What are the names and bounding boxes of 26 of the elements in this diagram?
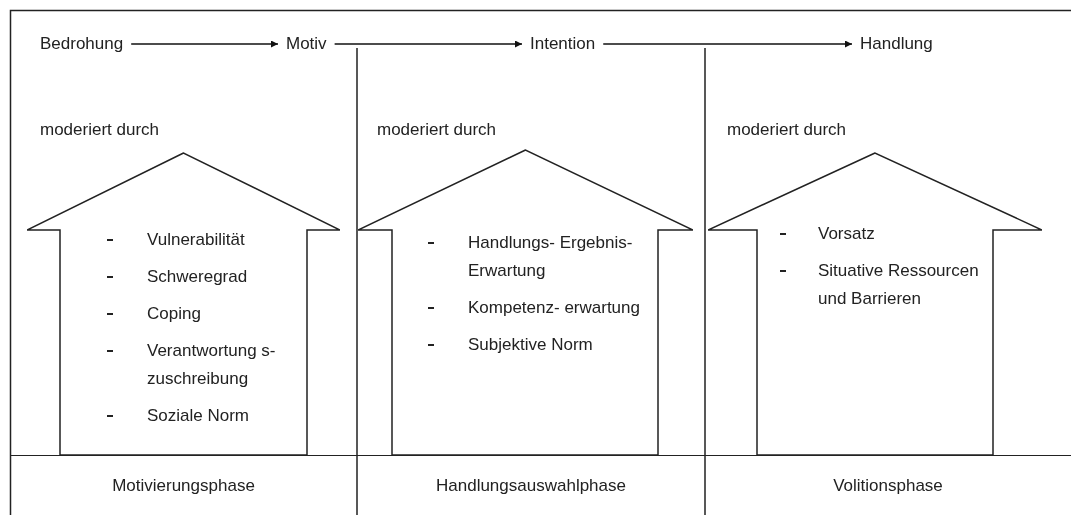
phase-cell: Motivierungsphase	[10, 455, 357, 515]
arrow	[602, 40, 853, 48]
list-item: Situative Ressourcen und Barrieren	[818, 260, 980, 310]
house-arrow	[358, 149, 693, 455]
list-item: Vulnerabilität	[147, 229, 246, 251]
annotation-text: moderiert durch	[377, 120, 497, 140]
list-item: Verantwortung s-zuschreibung	[147, 340, 277, 390]
arrow	[333, 40, 523, 48]
list-item: Vorsatz	[818, 223, 876, 245]
stage-label: Intention	[530, 34, 596, 54]
list-item: Coping	[147, 303, 202, 325]
house-arrow	[708, 152, 1042, 455]
list-item: Handlungs- Ergebnis- Erwartung	[468, 232, 634, 282]
annotation-text: moderiert durch	[727, 120, 847, 140]
arrow	[130, 40, 279, 48]
list-item: Soziale Norm	[147, 405, 251, 427]
phase-cell: Volitionsphase	[705, 455, 1071, 515]
stage-label: Bedrohung	[40, 34, 124, 54]
stage-label: Handlung	[860, 34, 933, 54]
phase-cell: Handlungsauswahlphase	[357, 455, 705, 515]
stage-label: Motiv	[286, 34, 327, 54]
list-item: Schweregrad	[147, 266, 249, 288]
list-item: Kompetenz- erwartung	[468, 297, 641, 319]
list-item: Subjektive Norm	[468, 334, 594, 356]
house-arrow	[27, 152, 340, 455]
annotation-text: moderiert durch	[40, 120, 160, 140]
